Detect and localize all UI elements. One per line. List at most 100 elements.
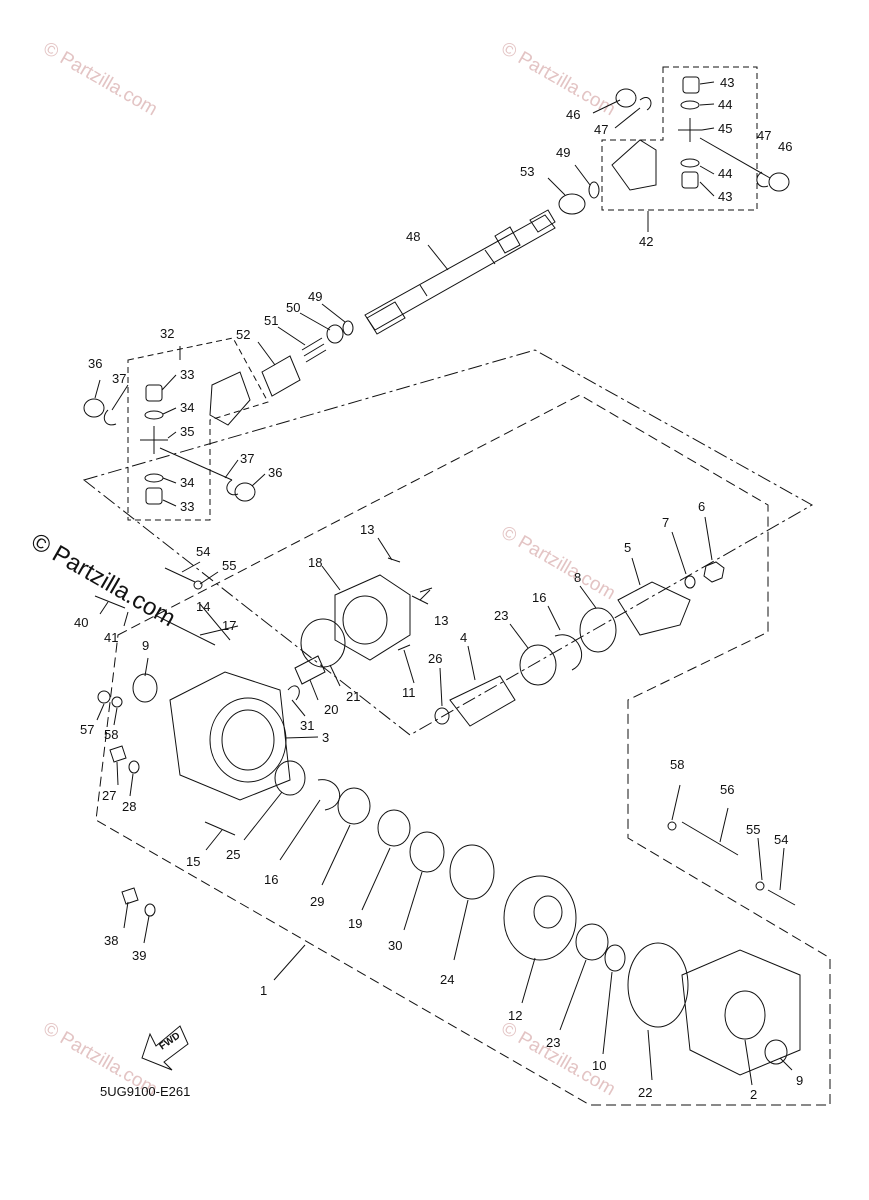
callout: 53 <box>520 164 534 179</box>
bolt-56 <box>681 821 739 856</box>
clip-47-right <box>756 171 769 188</box>
callout: 55 <box>746 822 760 837</box>
callout: 21 <box>346 689 360 704</box>
bearing-cup-33-bottom <box>145 487 163 505</box>
callout: 55 <box>222 558 236 573</box>
callout: 23 <box>546 1035 560 1050</box>
callout: 26 <box>428 651 442 666</box>
callout: 54 <box>774 832 788 847</box>
spring-51 <box>301 337 327 363</box>
callout: 14 <box>196 599 210 614</box>
callout: 35 <box>180 424 194 439</box>
pin-40 <box>94 595 126 609</box>
callout: 16 <box>532 590 546 605</box>
spider-45 <box>678 118 702 142</box>
o-ring-7 <box>684 575 696 589</box>
callout: 24 <box>440 972 454 987</box>
spider-35 <box>140 426 168 454</box>
callout: 45 <box>718 121 732 136</box>
fwd-arrow <box>141 1025 189 1071</box>
callout: 16 <box>264 872 278 887</box>
callout: 15 <box>186 854 200 869</box>
clip-37-left <box>103 409 117 426</box>
callout: 54 <box>196 544 210 559</box>
callout: 1 <box>260 983 267 998</box>
cap-36-right <box>234 482 256 502</box>
ring-34-bottom <box>144 473 164 483</box>
callout: 58 <box>104 727 118 742</box>
callout: 33 <box>180 367 194 382</box>
bearing-cup-33-top <box>145 384 163 402</box>
callout: 51 <box>264 313 278 328</box>
bearing-cup-43-bottom <box>681 171 699 189</box>
callout: 17 <box>222 618 236 633</box>
callout: 37 <box>240 451 254 466</box>
callout: 25 <box>226 847 240 862</box>
circlip-49-lower <box>342 320 354 336</box>
gasket-39 <box>144 903 156 917</box>
pinion-gear-4 <box>449 675 516 727</box>
group-42-outline <box>601 66 758 232</box>
bolt-54 <box>164 567 196 583</box>
ring-gear-12 <box>503 875 577 961</box>
bearing-25 <box>274 760 306 796</box>
ring-44-bottom <box>680 158 700 168</box>
callout: 39 <box>132 948 146 963</box>
callout: 43 <box>718 189 732 204</box>
circlip-49 <box>588 181 600 199</box>
callout: 4 <box>460 630 467 645</box>
callout: 56 <box>720 782 734 797</box>
gasket-28 <box>128 760 140 774</box>
o-ring-22 <box>627 942 689 1028</box>
circlip-16 <box>317 779 341 811</box>
oil-seal-9-lower <box>764 1039 788 1065</box>
ring-34-top <box>144 410 164 420</box>
diagram-code: 5UG9100-E261 <box>100 1084 191 1099</box>
callout: 38 <box>104 933 118 948</box>
bearing-24 <box>449 844 495 900</box>
housing-2 <box>681 949 801 1076</box>
coupling-5 <box>617 581 691 636</box>
shift-fork-20 <box>294 655 326 685</box>
cap-46-right <box>768 172 790 192</box>
plug-27 <box>109 745 127 763</box>
callout: 43 <box>720 75 734 90</box>
bushing-53 <box>558 193 586 215</box>
shim-10 <box>604 944 626 972</box>
fwd-label: FWD <box>157 1030 182 1052</box>
callout: 5 <box>624 540 631 555</box>
callout: 29 <box>310 894 324 909</box>
callout: 12 <box>508 1008 522 1023</box>
callout: 28 <box>122 799 136 814</box>
yoke-32 <box>209 371 251 426</box>
callout: 7 <box>662 515 669 530</box>
bolt-15 <box>204 821 236 836</box>
boot-52 <box>261 355 301 397</box>
callout: 41 <box>104 630 118 645</box>
callout: 48 <box>406 229 420 244</box>
callout: 57 <box>80 722 94 737</box>
callout: 11 <box>402 685 416 700</box>
callout: 2 <box>750 1087 757 1102</box>
callout: 22 <box>638 1085 652 1100</box>
motor-18 <box>334 557 433 661</box>
washer-55 <box>193 580 203 590</box>
callout: 8 <box>574 570 581 585</box>
bearing-23-lower <box>575 923 609 961</box>
callout: 40 <box>74 615 88 630</box>
bearing-cup-43-top <box>682 76 700 94</box>
callout: 42 <box>639 234 653 249</box>
leader-lines <box>94 81 793 1086</box>
callout: 49 <box>556 145 570 160</box>
cap-46-left <box>615 88 637 108</box>
ring-44-top <box>680 100 700 110</box>
washer-58 <box>667 821 677 831</box>
assembly-outline <box>82 349 814 736</box>
yoke-42 <box>611 139 657 191</box>
callout: 9 <box>796 1073 803 1088</box>
oil-seal-8 <box>579 607 617 653</box>
callout: 34 <box>180 400 194 415</box>
callout: 18 <box>308 555 322 570</box>
